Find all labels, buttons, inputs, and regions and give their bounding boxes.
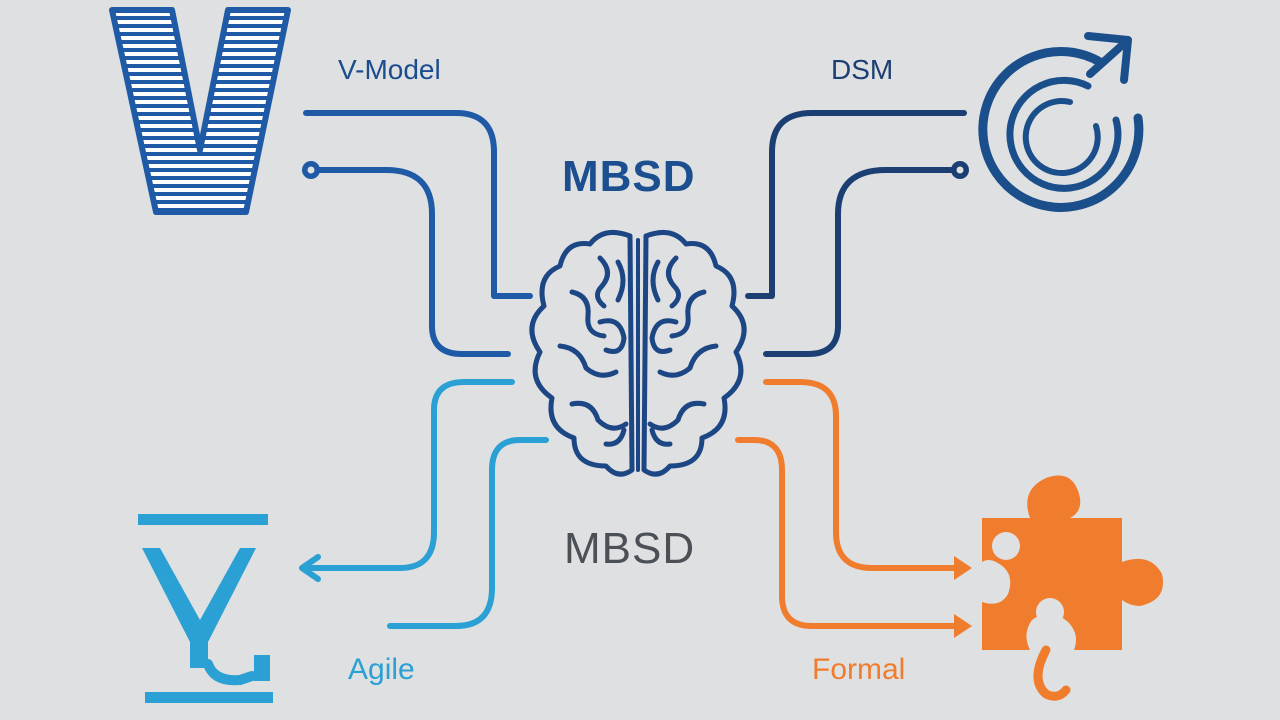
brain-icon <box>529 229 747 477</box>
agile-y-letter-icon <box>138 514 273 703</box>
mbsd-title-top: MBSD <box>562 152 696 201</box>
v-model-icon <box>109 7 291 215</box>
v-model-label: V-Model <box>338 54 441 85</box>
formal-puzzle-piece-icon <box>982 475 1164 701</box>
formal-label: Formal <box>812 653 906 686</box>
dsm-circular-arrow-icon <box>978 32 1144 212</box>
mbsd-title-bottom: MBSD <box>564 524 696 573</box>
connector-lines <box>299 110 972 638</box>
dsm-label: DSM <box>831 54 894 85</box>
agile-label: Agile <box>348 653 415 686</box>
